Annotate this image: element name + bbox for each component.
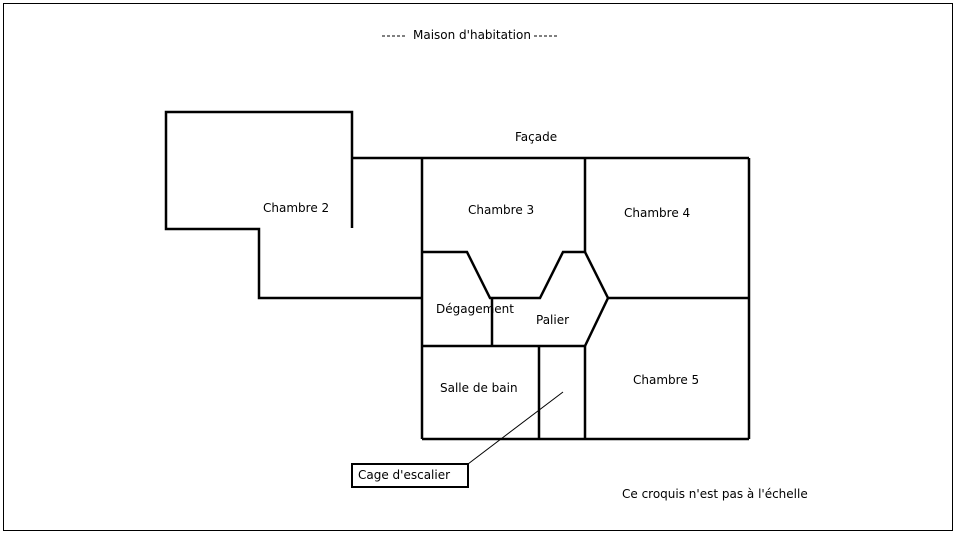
room-chambre-5: Chambre 5 bbox=[633, 373, 700, 387]
wall-chambre-2 bbox=[164, 110, 422, 300]
wall-palier-right bbox=[583, 251, 610, 347]
callout-cage-escalier: Cage d'escalier bbox=[351, 463, 469, 488]
callout-leader bbox=[467, 391, 564, 465]
room-chambre-4: Chambre 4 bbox=[624, 206, 691, 220]
room-chambre-3: Chambre 3 bbox=[468, 203, 535, 217]
wall-chambre3-bottom bbox=[422, 250, 585, 300]
facade-label: Façade bbox=[515, 130, 558, 144]
room-palier: Palier bbox=[536, 313, 570, 327]
room-chambre-2: Chambre 2 bbox=[263, 201, 330, 215]
room-salle-de-bain: Salle de bain bbox=[440, 381, 518, 395]
scale-footnote: Ce croquis n'est pas à l'échelle bbox=[622, 487, 808, 501]
plan-title: Maison d'habitation bbox=[413, 28, 531, 42]
room-degagement: Dégagement bbox=[436, 302, 514, 316]
drawing-frame bbox=[3, 3, 953, 531]
